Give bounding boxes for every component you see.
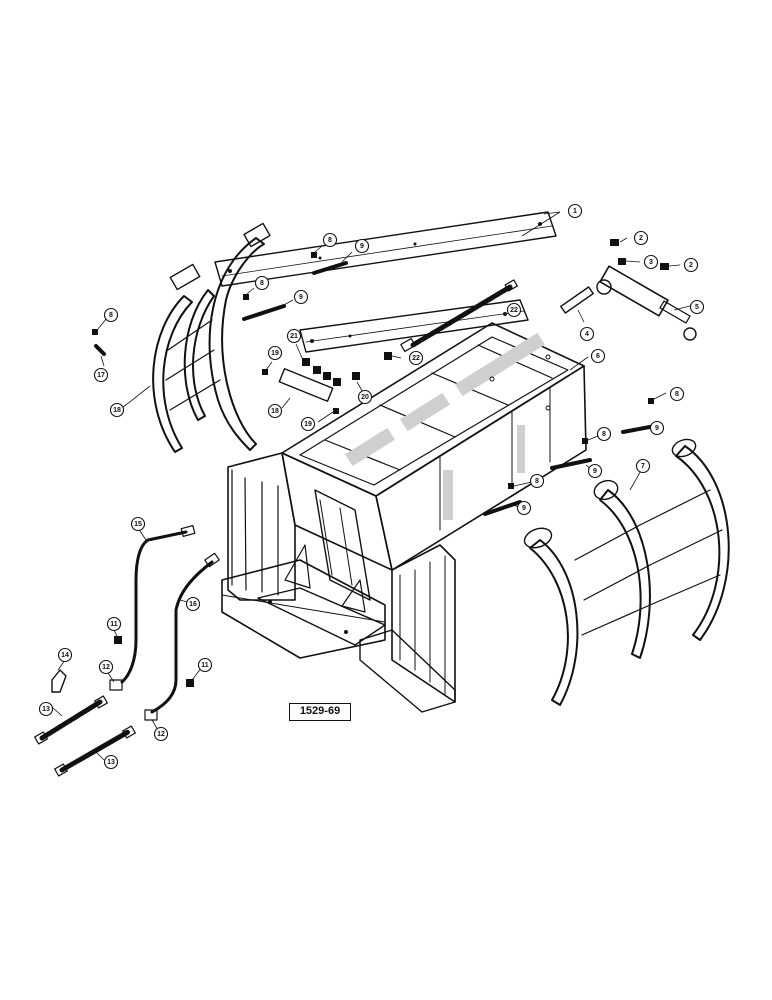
callout-17: 17	[93, 367, 109, 383]
callout-number: 11	[201, 662, 209, 669]
callout-15: 15	[130, 516, 146, 532]
left-fork-arm	[121, 222, 271, 453]
callout-8: 8	[103, 307, 119, 323]
callout-number: 9	[360, 243, 364, 250]
cylinder-pin-4	[560, 286, 594, 323]
callout-number: 19	[304, 421, 312, 428]
callout-number: 8	[109, 312, 113, 319]
callout-7: 7	[635, 458, 651, 474]
callout-number: 14	[61, 652, 69, 659]
callout-20: 20	[357, 389, 373, 405]
callout-9: 9	[293, 289, 309, 305]
callout-number: 2	[639, 235, 643, 242]
hydraulic-cylinder	[596, 265, 697, 341]
callout-number: 2	[689, 262, 693, 269]
callout-11: 11	[106, 616, 122, 632]
callout-number: 8	[260, 280, 264, 287]
mounting-strip-upper	[214, 211, 557, 287]
callout-8: 8	[669, 386, 685, 402]
callout-number: 13	[107, 759, 115, 766]
callout-number: 9	[593, 468, 597, 475]
hoses-13	[34, 695, 136, 777]
callout-13: 13	[103, 754, 119, 770]
callout-9: 9	[649, 420, 665, 436]
callout-12: 12	[153, 726, 169, 742]
callout-number: 16	[189, 601, 197, 608]
callout-14: 14	[57, 647, 73, 663]
callout-number: 15	[134, 521, 142, 528]
callout-number: 19	[271, 350, 279, 357]
hydraulic-tube-15	[120, 524, 196, 684]
callout-19: 19	[300, 416, 316, 432]
callout-19: 19	[267, 345, 283, 361]
callout-8: 8	[596, 426, 612, 442]
fittings-cluster-21	[262, 343, 402, 423]
main-frame-box	[221, 322, 589, 713]
callout-9: 9	[354, 238, 370, 254]
pins-and-bolts-top	[92, 245, 353, 367]
mounting-strip-lower	[299, 299, 529, 353]
callout-number: 22	[412, 355, 420, 362]
callout-number: 12	[102, 664, 110, 671]
callout-22: 22	[506, 302, 522, 318]
callout-number: 8	[328, 237, 332, 244]
callout-number: 8	[602, 431, 606, 438]
callout-18: 18	[109, 402, 125, 418]
callout-13: 13	[38, 701, 54, 717]
callout-16: 16	[185, 596, 201, 612]
callout-8: 8	[529, 473, 545, 489]
callout-number: 11	[110, 621, 118, 628]
right-fork-arm	[523, 438, 730, 706]
callout-number: 22	[510, 307, 518, 314]
callout-6: 6	[590, 348, 606, 364]
callout-11: 11	[197, 657, 213, 673]
callout-4: 4	[579, 326, 595, 342]
callout-12: 12	[98, 659, 114, 675]
callout-number: 13	[42, 706, 50, 713]
hydraulic-tube-16	[150, 552, 220, 714]
callout-2: 2	[633, 230, 649, 246]
callout-number: 8	[535, 478, 539, 485]
leader-1	[521, 211, 561, 237]
callout-number: 20	[361, 394, 369, 401]
callout-number: 9	[655, 425, 659, 432]
callout-21: 21	[286, 328, 302, 344]
callout-number: 18	[271, 408, 279, 415]
callout-8: 8	[254, 275, 270, 291]
callout-number: 17	[97, 372, 105, 379]
callout-number: 9	[522, 505, 526, 512]
callout-9: 9	[587, 463, 603, 479]
callout-number: 8	[675, 391, 679, 398]
fittings-2-3	[610, 237, 681, 270]
callout-3: 3	[643, 254, 659, 270]
callout-2: 2	[683, 257, 699, 273]
callout-number: 4	[585, 331, 589, 338]
callout-number: 6	[596, 353, 600, 360]
callout-9: 9	[516, 500, 532, 516]
callout-1: 1	[567, 203, 583, 219]
callout-number: 18	[113, 407, 121, 414]
pins-and-bolts-right	[483, 392, 667, 516]
callout-number: 1	[573, 208, 577, 215]
callout-8: 8	[322, 232, 338, 248]
callout-number: 7	[641, 463, 645, 470]
callout-number: 12	[157, 731, 165, 738]
callout-number: 5	[695, 304, 699, 311]
callout-22: 22	[408, 350, 424, 366]
callout-18: 18	[267, 403, 283, 419]
callout-number: 9	[299, 294, 303, 301]
drawing-number-label: 1529-69	[289, 703, 351, 721]
hydraulic-hose-22	[400, 279, 518, 353]
callout-5: 5	[689, 299, 705, 315]
callout-number: 21	[290, 333, 298, 340]
callout-number: 3	[649, 259, 653, 266]
